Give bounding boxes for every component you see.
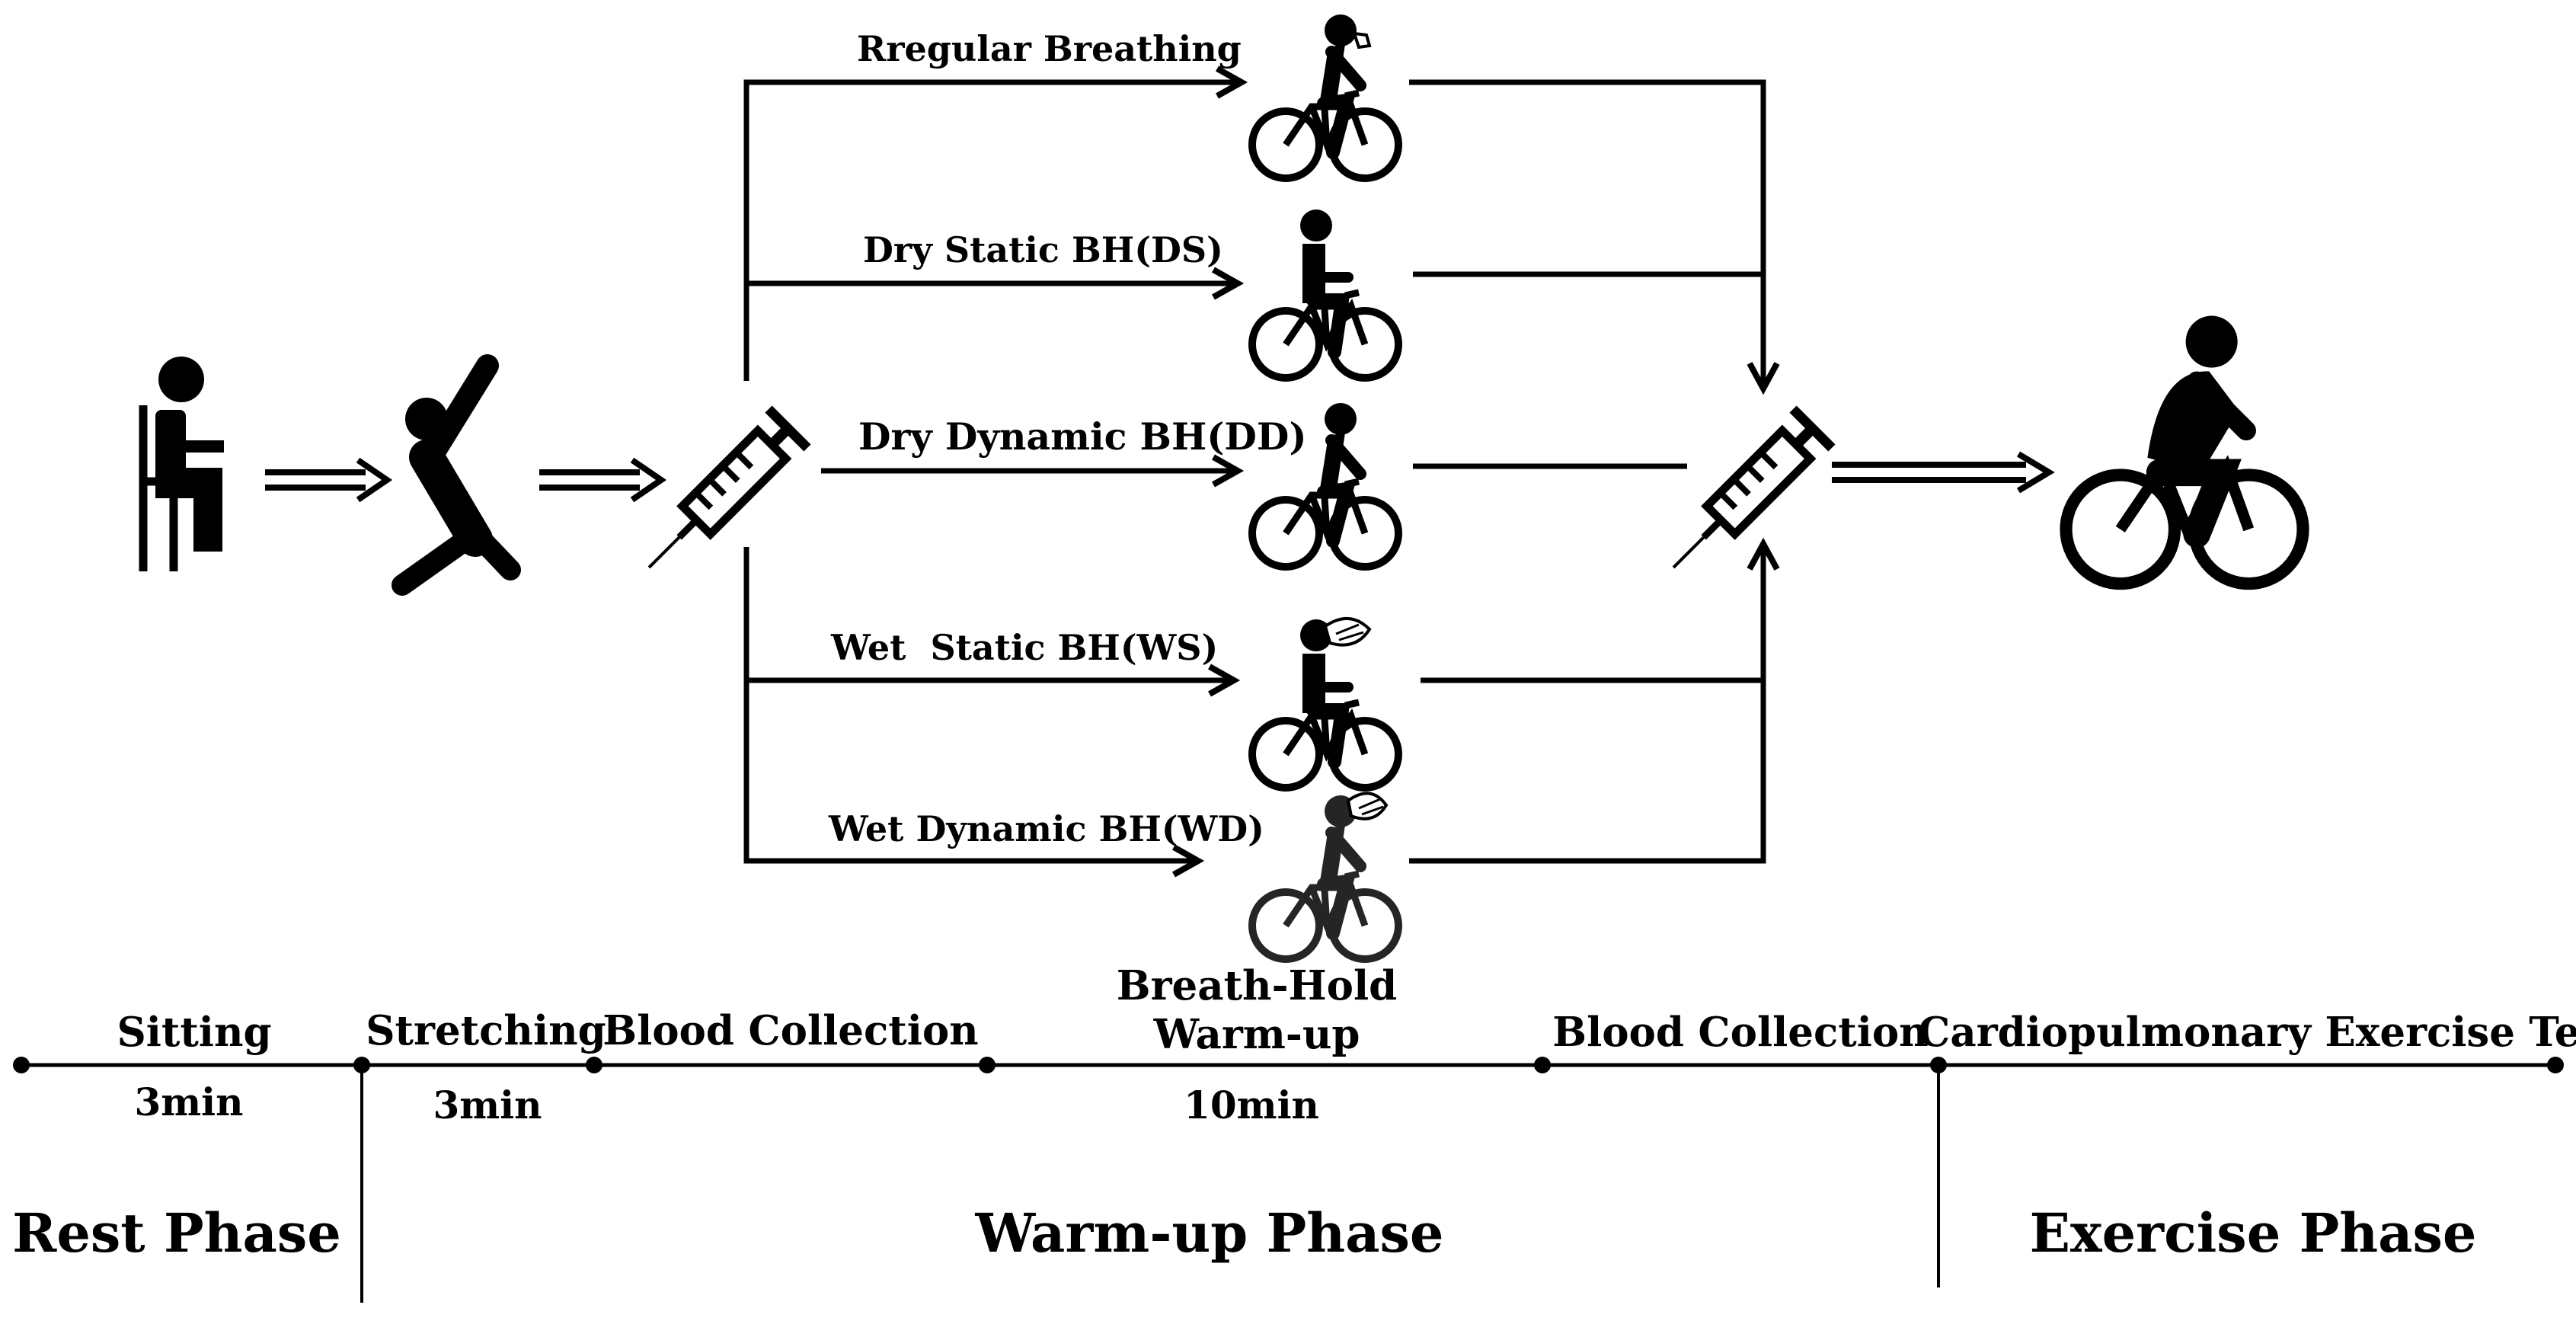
phase-label-exercise: Exercise Phase	[2030, 1201, 2477, 1265]
step-label-blood-collection-2: Blood Collection	[1552, 1009, 1928, 1056]
step-label-breath-hold: Breath-Hold	[1117, 962, 1397, 1009]
syringe-icon	[1654, 409, 1832, 587]
timeline	[13, 1057, 2564, 1303]
branch-connector-left	[743, 79, 1238, 864]
seated-cyclist-face-immersion-icon	[1252, 619, 1398, 788]
phase-label-rest: Rest Phase	[12, 1201, 341, 1265]
seated-cyclist-icon	[1252, 210, 1398, 378]
branch-connector-right	[1409, 79, 1766, 864]
sitting-person-icon	[139, 357, 224, 571]
phase-label-warm-up: Warm-up Phase	[975, 1201, 1444, 1265]
duration-sitting: 3min	[134, 1080, 243, 1124]
step-label-sitting: Sitting	[117, 1009, 271, 1056]
duration-warm-up: 10min	[1184, 1083, 1319, 1127]
step-label-warm-up: Warm-up	[1153, 1011, 1360, 1058]
step-label-blood-collection-1: Blood Collection	[602, 1007, 978, 1054]
branch-label-wet-static: Wet Static BH(WS)	[830, 627, 1218, 668]
duration-stretching: 3min	[433, 1083, 542, 1127]
flow-arrow-2	[539, 457, 667, 503]
branch-label-dry-dynamic: Dry Dynamic BH(DD)	[858, 414, 1307, 459]
step-label-cpet: Cardiopulmonary Exercise Test	[1918, 1009, 2576, 1056]
branch-label-regular-breathing: Rregular Breathing	[857, 28, 1242, 69]
stretching-person-icon	[392, 354, 521, 596]
branch-label-dry-static: Dry Static BH(DS)	[863, 229, 1223, 270]
converge-arrowheads	[1747, 362, 1780, 571]
branch-arrowheads	[1172, 66, 1248, 878]
step-label-stretching: Stretching	[366, 1007, 606, 1054]
flow-arrow-1	[265, 457, 393, 503]
cyclist-icon	[2060, 315, 2309, 590]
flow-arrow-3	[1832, 451, 2055, 494]
cyclist-breathing-icon	[1252, 14, 1398, 178]
cyclist-face-immersion-icon	[1252, 793, 1398, 959]
branch-label-wet-dynamic: Wet Dynamic BH(WD)	[828, 808, 1264, 849]
syringe-icon	[630, 409, 807, 587]
